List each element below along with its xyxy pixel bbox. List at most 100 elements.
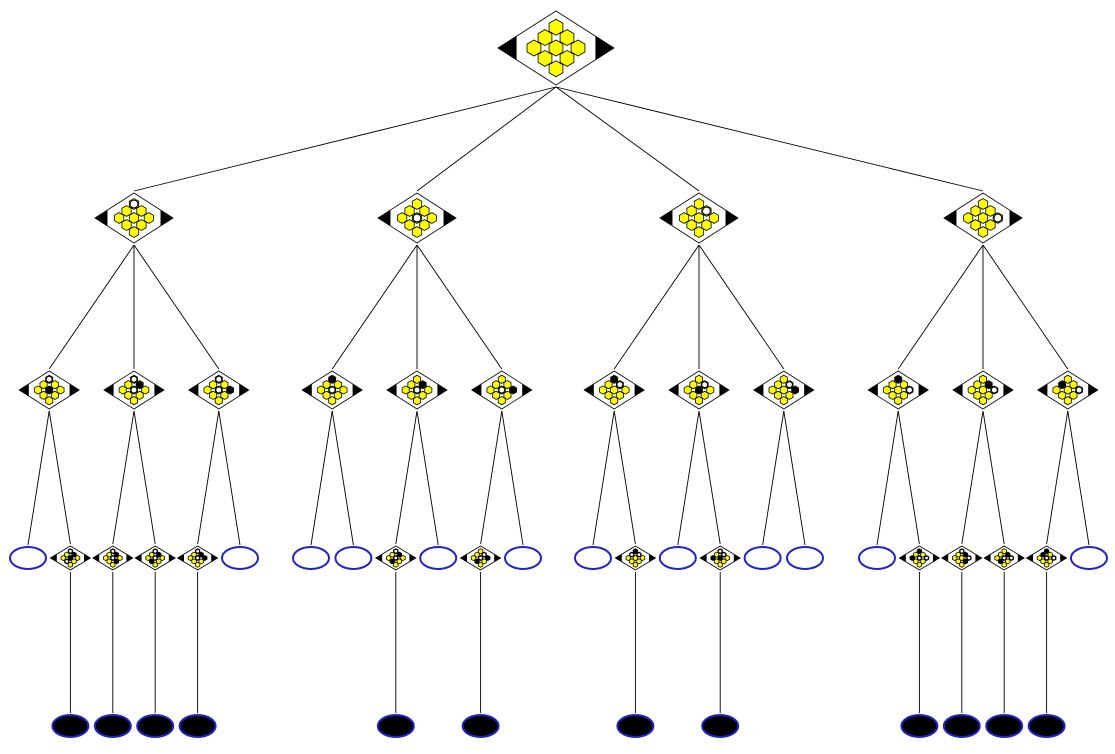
black-stone (198, 552, 204, 558)
hex-cell (979, 396, 987, 406)
hex-cell (397, 212, 408, 224)
board-node (188, 370, 250, 410)
hex-cell (339, 385, 348, 395)
hex-cell (481, 558, 487, 565)
hex-cell (621, 385, 630, 395)
hex-cell (779, 396, 788, 406)
board-node (134, 545, 176, 571)
white-stone (393, 548, 399, 554)
hex-cell (486, 385, 495, 395)
black-stone (114, 552, 119, 558)
white-stone (786, 381, 793, 389)
hex-cell (396, 558, 403, 565)
black-stone (1044, 548, 1049, 554)
hex-cell (118, 385, 127, 395)
hex-cell (959, 561, 965, 568)
black-stone (71, 552, 77, 558)
white-stone (110, 555, 116, 561)
white-stone (701, 381, 709, 389)
board-corner-right (1003, 383, 1013, 397)
hex-cell (717, 561, 723, 568)
black-stone (633, 548, 638, 554)
white-stone (1051, 555, 1057, 561)
board-corner-left (92, 554, 100, 562)
hex-cell (548, 39, 564, 57)
hex-cell (418, 390, 427, 400)
hex-cell (400, 554, 406, 562)
hex-cell (916, 561, 923, 568)
board-node (952, 370, 1014, 410)
board-node (471, 370, 533, 410)
white-stone (1044, 555, 1049, 561)
black-stone (328, 375, 336, 383)
hex-cell (503, 380, 512, 390)
hex-cell (615, 390, 624, 400)
hex-cell (526, 39, 542, 57)
white-stone (924, 555, 929, 561)
hex-cell (413, 396, 421, 406)
hex-cell (1069, 390, 1078, 400)
white-stone (498, 386, 506, 394)
tree-edge (133, 86, 557, 192)
hex-cell (424, 385, 433, 395)
board-corner-right (160, 210, 173, 226)
black-stone (114, 559, 119, 564)
white-stone (1075, 386, 1083, 394)
board-node (659, 192, 739, 244)
tree-edge (112, 410, 135, 545)
hex-cell (548, 60, 564, 78)
hex-cell (333, 390, 342, 400)
hex-cell (322, 380, 331, 390)
hex-cell (156, 558, 162, 565)
tree-edge (613, 410, 636, 545)
white-stone (993, 213, 1003, 223)
white-stone (64, 559, 70, 564)
hex-cell (1058, 390, 1067, 400)
black-stone (909, 555, 915, 561)
hex-cell (548, 18, 564, 36)
terminal-leaf-node (1027, 714, 1066, 738)
hex-cell (1001, 548, 1007, 555)
board-node (94, 192, 174, 244)
black-stone (474, 559, 480, 564)
hex-cell (194, 561, 201, 568)
black-stone (419, 381, 427, 389)
white-stone (45, 375, 53, 383)
board-corner-left (378, 210, 391, 226)
tree-edge (677, 410, 700, 546)
hex-cell (67, 561, 74, 568)
tree-edge (501, 410, 524, 546)
hex-cell (45, 396, 54, 406)
hex-cell (888, 380, 897, 390)
board-corner-right (804, 383, 814, 397)
hex-cell (984, 390, 993, 400)
hex-cell (404, 205, 415, 217)
hex-cell (407, 390, 416, 400)
board-node (386, 370, 448, 410)
hex-cell (110, 561, 116, 568)
hex-cell (419, 219, 430, 231)
black-stone (397, 552, 402, 558)
open-leaf-node (1070, 546, 1108, 570)
board-corner-left (669, 383, 679, 397)
board-node (18, 370, 80, 410)
board-node (49, 545, 92, 571)
board-corner-right (1009, 210, 1022, 226)
black-stone (226, 386, 234, 394)
board-node (1025, 545, 1068, 571)
board-corner-right (634, 383, 645, 397)
hex-cell (121, 205, 132, 217)
hex-cell (913, 558, 919, 565)
board-corner-left (1037, 383, 1048, 397)
board-corner-right (918, 383, 929, 397)
hex-cell (145, 554, 151, 562)
hex-cell (713, 551, 720, 558)
board-node (941, 545, 983, 571)
white-stone (110, 548, 116, 554)
white-stone (478, 555, 483, 561)
open-leaf-node (658, 546, 697, 570)
tree-edge (1046, 410, 1069, 545)
hex-cell (979, 374, 987, 384)
hex-cell (894, 385, 903, 395)
board-corner-left (135, 554, 142, 562)
